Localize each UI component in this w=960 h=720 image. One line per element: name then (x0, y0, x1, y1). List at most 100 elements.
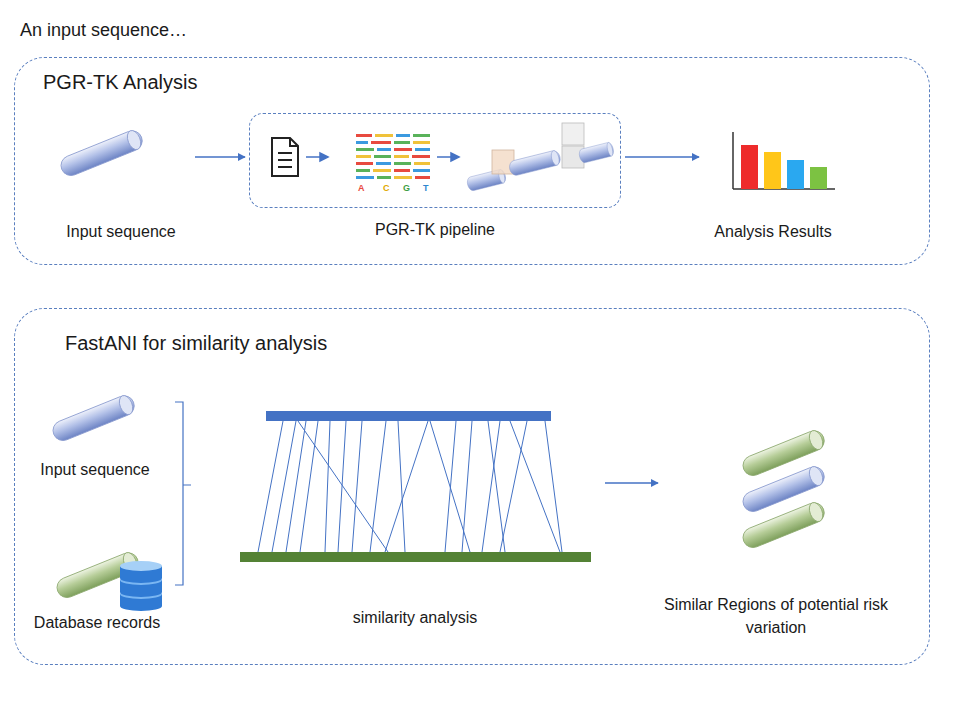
pipeline-arrow (451, 153, 459, 161)
similarity-links (258, 421, 562, 552)
sequence-alignment (374, 155, 391, 158)
sequence-alignment (375, 134, 393, 137)
sequence-alignment (412, 155, 430, 158)
base-letter: A (358, 183, 365, 193)
similarity-links (300, 421, 318, 552)
analysis-node: similarity analysis (229, 401, 601, 629)
similarity-links (398, 421, 405, 552)
sequence-alignment (394, 176, 412, 179)
sequence-alignment (415, 176, 430, 179)
sequence-alignment (371, 141, 391, 144)
bar-chart (741, 145, 758, 189)
sequence-alignment (356, 141, 368, 144)
sequence-alignment (415, 148, 430, 151)
diagram-title: An input sequence… (20, 19, 187, 41)
record-tube (740, 500, 827, 551)
similarity-links (545, 421, 562, 552)
sequence-alignment (356, 155, 371, 158)
pipeline-arrow (320, 153, 328, 161)
result-node: Analysis Results (703, 119, 843, 243)
document-icon (278, 159, 292, 161)
sequence-alignment (394, 141, 410, 144)
similarity-links (258, 421, 283, 552)
graph-blocks (578, 142, 615, 164)
sequence-alignment (414, 162, 430, 165)
bracket (175, 402, 191, 585)
graph-blocks (508, 150, 562, 177)
bar-chart (787, 160, 804, 189)
sequence-alignment (413, 169, 430, 172)
sequence-alignment (376, 162, 391, 165)
bar-chart (764, 152, 781, 189)
graph-blocks (466, 123, 615, 192)
sequence-alignment (356, 134, 430, 179)
base-letter: C (383, 183, 390, 193)
bar-chart (732, 132, 734, 189)
reference-bar (240, 552, 591, 562)
sequence-tube (58, 128, 145, 179)
result-node: Similar Regions of potential risk variat… (662, 411, 890, 639)
pipeline-arrow (306, 153, 459, 161)
database-icon (120, 561, 162, 611)
sequence-alignment (356, 176, 374, 179)
sequence-alignment (373, 169, 391, 172)
document-icon (272, 138, 298, 176)
pipeline-box: PGR-TK pipeline (249, 113, 621, 208)
section-heading: PGR-TK Analysis (43, 70, 909, 94)
flow-arrow (625, 156, 699, 158)
similarity-links (445, 421, 456, 552)
document-icon (290, 138, 298, 146)
sequence-alignment (377, 148, 391, 151)
node-label: Analysis Results (714, 220, 831, 243)
document-icon (272, 138, 298, 176)
node-label: PGR-TK pipeline (375, 218, 495, 241)
sequence-tube (50, 393, 137, 444)
document-icon (278, 166, 292, 168)
base-letter: T (423, 183, 429, 193)
sequence-alignment (356, 134, 372, 137)
sequence-alignment (394, 155, 409, 158)
node-label: Input sequence (66, 220, 175, 243)
sequence-alignment (356, 169, 370, 172)
section-heading: FastANI for similarity analysis (65, 331, 909, 355)
graph-blocks (562, 123, 584, 145)
base-letter: G (403, 183, 410, 193)
sequence-alignment (413, 141, 430, 144)
similarity-links (482, 421, 500, 552)
input-node: Input sequence (51, 101, 191, 243)
sequence-alignment (394, 169, 410, 172)
sequence-alignment (377, 176, 391, 179)
flow-arrow (605, 482, 658, 484)
similarity-links (338, 421, 346, 552)
similarity-links (510, 421, 560, 552)
sequence-alignment (413, 134, 430, 137)
node-label: Input sequence (40, 458, 149, 481)
bar-chart (810, 167, 827, 189)
node-label: similarity analysis (353, 606, 477, 629)
sequence-alignment (394, 148, 412, 151)
similarity-links (462, 421, 472, 552)
flow-arrow (195, 156, 245, 158)
similarity-links (272, 421, 296, 552)
section-panel: FastANI for similarity analysisInput seq… (14, 308, 930, 665)
node-label: Similar Regions of potential risk variat… (662, 593, 890, 639)
similarity-links (370, 421, 386, 552)
similarity-links (500, 421, 527, 552)
bar-chart (733, 132, 835, 189)
query-bar (266, 411, 551, 421)
section-panel: PGR-TK AnalysisInput sequence PGR-TK pipe… (14, 57, 930, 265)
similarity-links (325, 421, 330, 552)
node-label: Database records (34, 611, 160, 634)
database-node: Database records (27, 536, 167, 634)
sequence-alignment (394, 162, 411, 165)
similarity-links (352, 421, 362, 552)
database-icon (120, 561, 162, 571)
similarity-links (298, 421, 388, 552)
document-icon (278, 152, 292, 154)
similarity-links (385, 421, 428, 552)
sequence-alignment (356, 148, 374, 151)
sequence-alignment (396, 134, 410, 137)
sequence-alignment (356, 162, 373, 165)
input-node: Input sequence (35, 381, 155, 481)
